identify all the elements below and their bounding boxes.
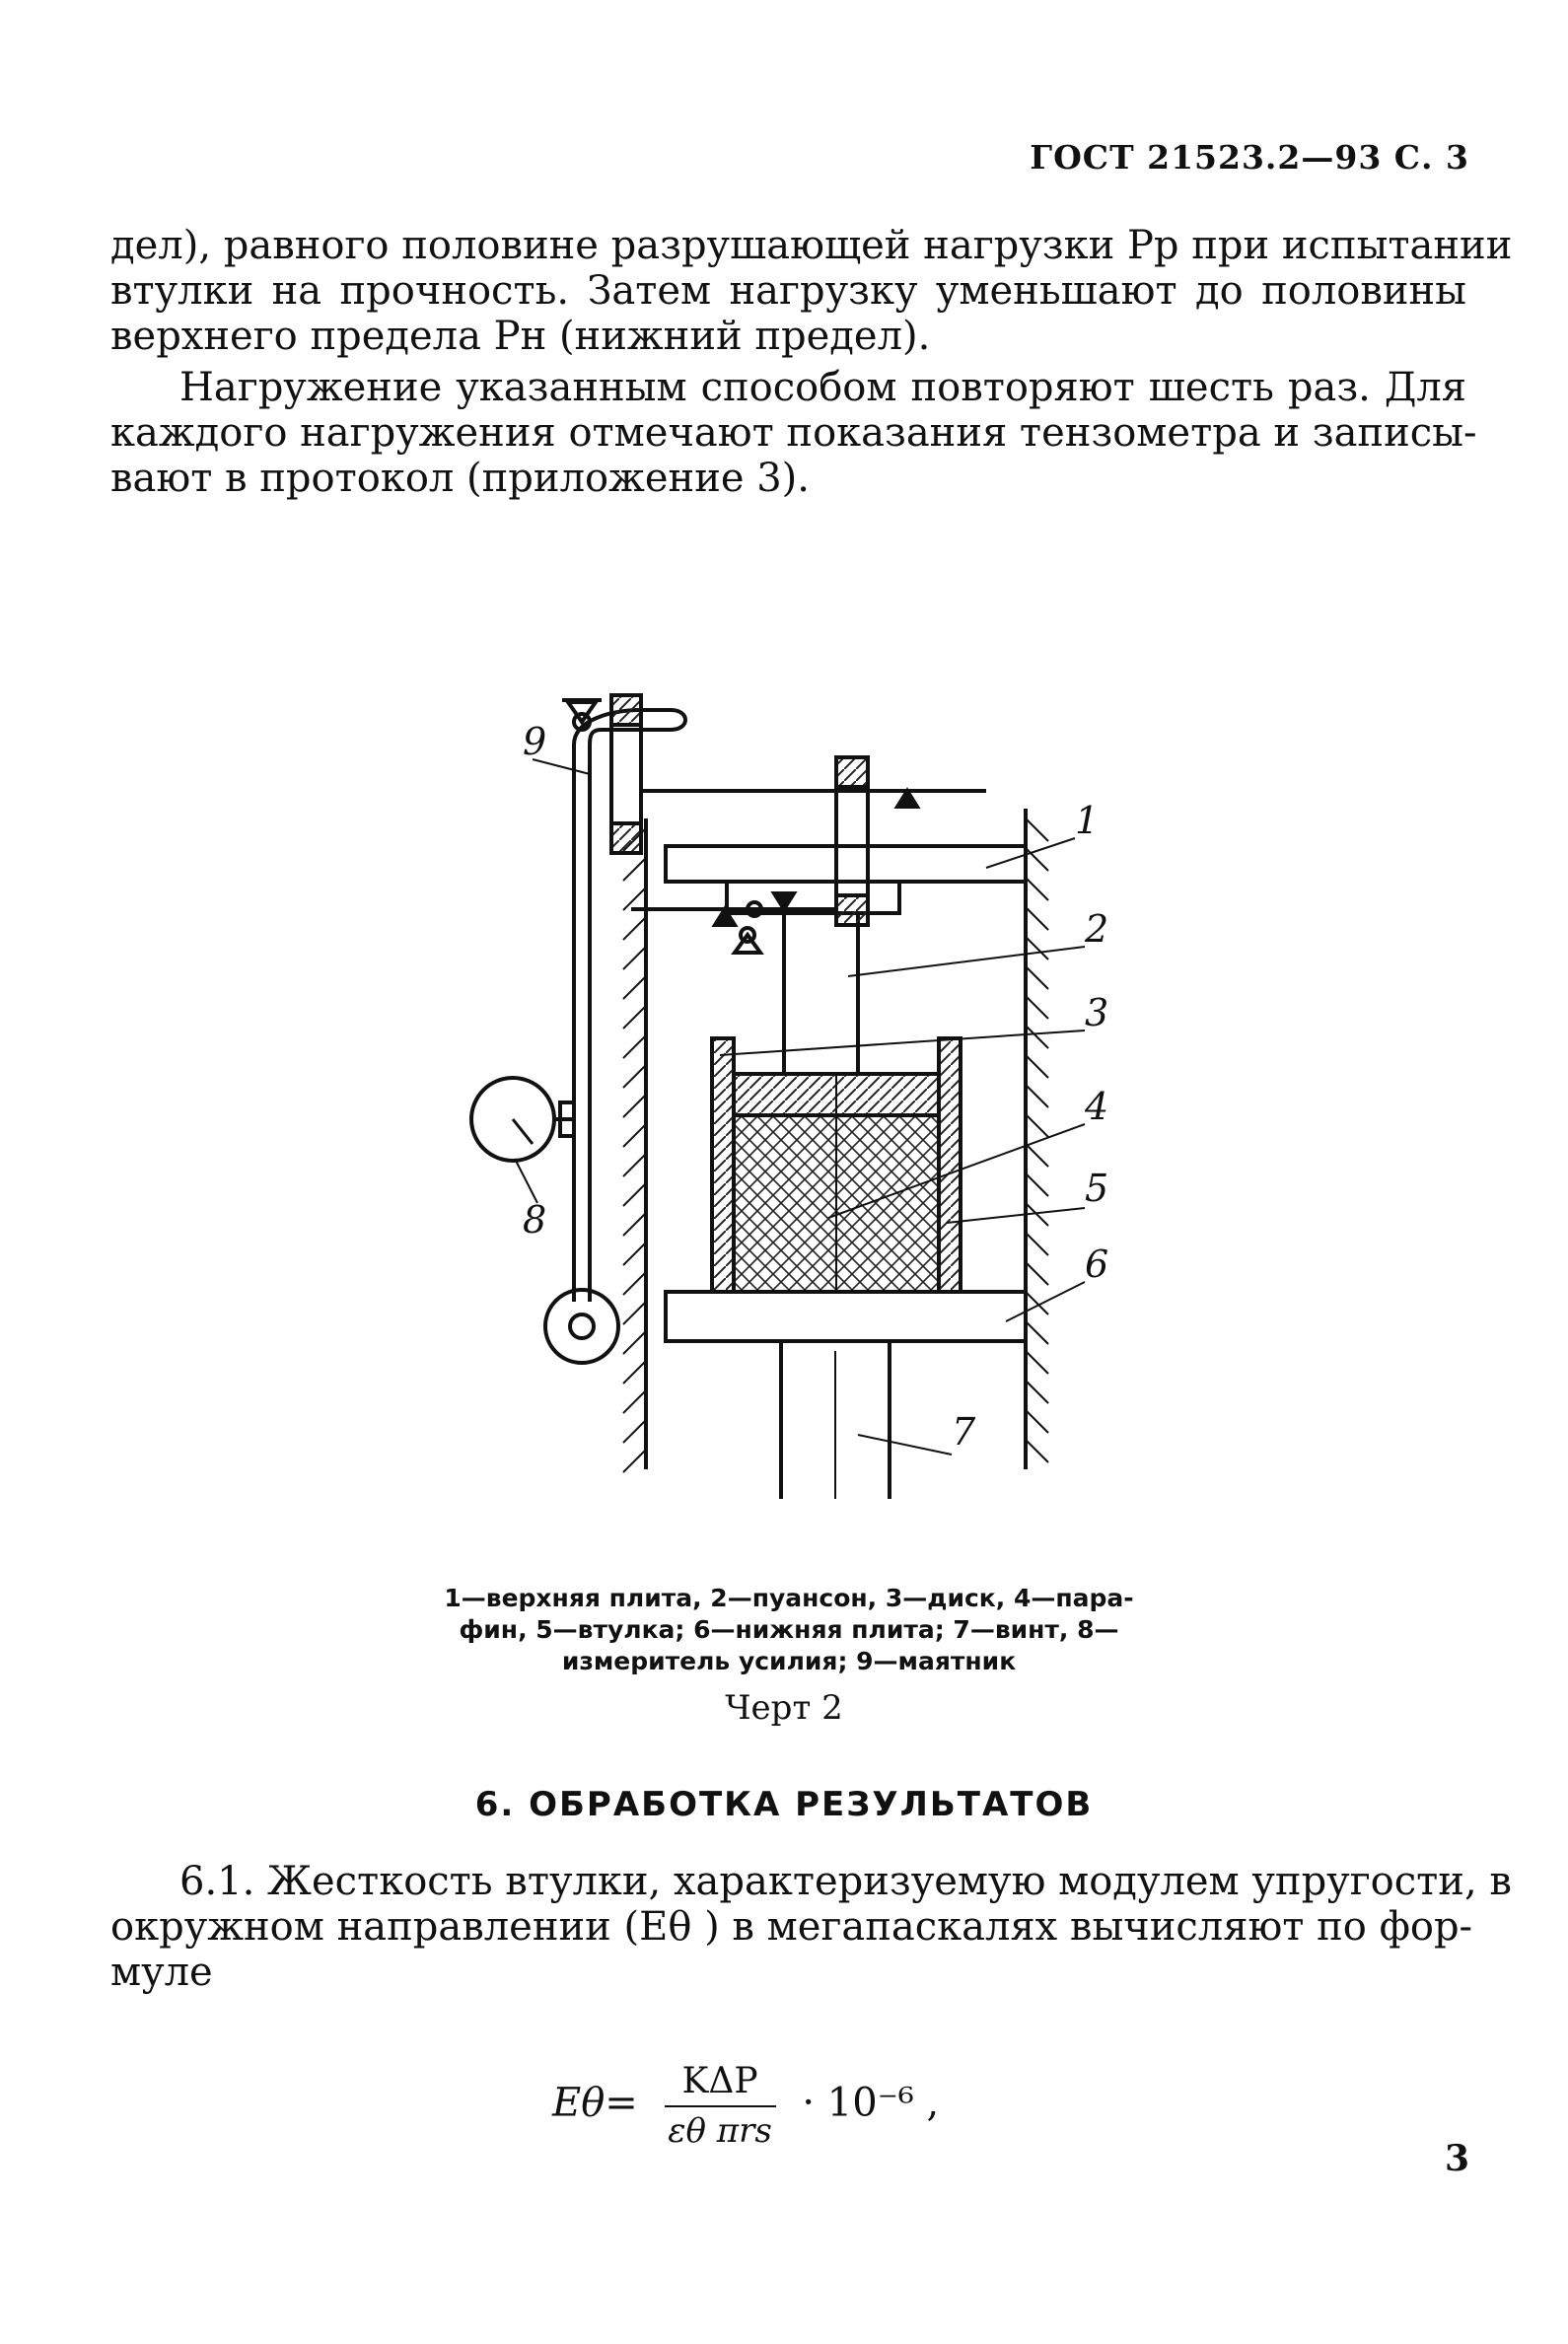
label-7: 7 (952, 1410, 976, 1454)
paragraph-1: дел), равного половине разрушающей нагру… (110, 223, 1513, 359)
figure-caption: 1—верхняя плита, 2—пуансон, 3—диск, 4—па… (444, 1584, 1134, 1675)
pendulum-weight (543, 1288, 620, 1365)
label-9: 9 (523, 720, 546, 763)
sleeve-right (937, 1036, 962, 1294)
label-4: 4 (1084, 1085, 1108, 1128)
page-header: ГОСТ 21523.2—93 С. 3 (1030, 138, 1469, 177)
lower-plate (664, 1290, 1028, 1343)
formula-numerator: KΔP (664, 2061, 776, 2107)
upper-plate (664, 844, 1028, 884)
sleeve-left (710, 1036, 736, 1294)
formula-denominator: εθ πrs (668, 2111, 772, 2151)
paragraph-3-line-1: 6.1. Жесткость втулки, характеризуемую м… (179, 1859, 1512, 1904)
paragraph-1-line-3: верхнего предела Pн (нижний предел). (110, 314, 931, 359)
formula: Eθ= KΔP εθ πrs · 10⁻⁶ , (552, 2061, 939, 2151)
test-rig-diagram: 1 2 3 4 5 6 7 8 9 (469, 693, 1108, 1499)
paragraph-3-line-3: муле (110, 1950, 213, 1995)
label-6: 6 (1085, 1243, 1108, 1286)
label-3: 3 (1085, 991, 1108, 1034)
paragraph-2: Нагружение указанным способом повторяют … (110, 365, 1477, 501)
paragraph-3-line-2: окружном направлении (Eθ ) в мегапаскаля… (110, 1904, 1473, 1950)
label-1: 1 (1075, 799, 1099, 842)
formula-fraction: KΔP εθ πrs (664, 2061, 776, 2151)
formula-rest: · 10⁻⁶ , (802, 2080, 940, 2126)
page-number: 3 (1444, 2138, 1469, 2179)
label-2: 2 (1084, 907, 1108, 951)
formula-lhs: Eθ= (552, 2080, 638, 2126)
section-title: 6. ОБРАБОТКА РЕЗУЛЬТАТОВ (474, 1785, 1094, 1824)
paragraph-2-line-3: вают в протокол (приложение 3). (110, 456, 811, 501)
label-8: 8 (523, 1198, 546, 1242)
label-5: 5 (1085, 1167, 1108, 1210)
paragraph-3: 6.1. Жесткость втулки, характеризуемую м… (110, 1859, 1512, 1995)
paragraph-1-line-1: дел), равного половине разрушающей нагру… (110, 223, 1513, 268)
paragraph-2-line-1: Нагружение указанным способом повторяют … (179, 365, 1466, 410)
left-wall-hatch (622, 827, 647, 1473)
right-wall-hatch (1025, 817, 1049, 1463)
paragraph-1-line-2: втулки на прочность. Затем нагрузку умен… (110, 268, 1466, 314)
paragraph-2-line-2: каждого нагружения отмечают показания те… (110, 410, 1477, 456)
figure-label: Черт 2 (725, 1688, 843, 1728)
